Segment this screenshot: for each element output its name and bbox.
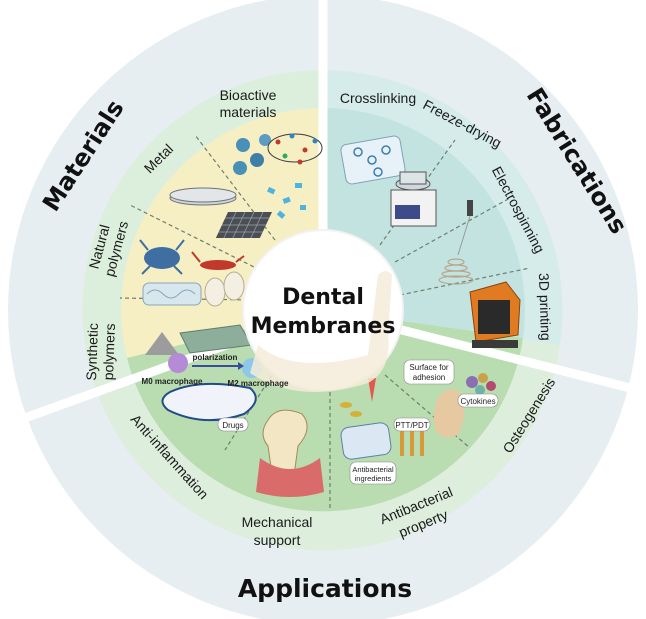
label-synthetic-1: Synthetic	[83, 323, 101, 381]
osteogenesis-illustration	[433, 373, 496, 438]
synthetic-polymers-illustration	[145, 324, 253, 355]
tag-surface-1: Surface for	[409, 363, 448, 372]
tag-cytokines: Cytokines	[460, 397, 495, 406]
tag-drugs: Drugs	[222, 421, 243, 430]
applications-title: Applications	[238, 574, 412, 603]
electrospinning-illustration	[438, 200, 474, 285]
metal-illustration	[169, 187, 272, 238]
label-bioactive-2: materials	[220, 104, 277, 120]
divider-fab-2	[394, 197, 511, 263]
label-mechanical-1: Mechanical	[242, 514, 313, 530]
center-title-line2: Membranes	[251, 314, 396, 339]
label-bioactive-1: Bioactive	[220, 87, 277, 103]
center-title-line1: Dental	[282, 285, 364, 310]
tag-antibacterial-ing-2: ingredients	[355, 474, 392, 483]
antibacterial-illustration	[340, 378, 424, 460]
freeze-dryer-illustration	[390, 171, 437, 227]
tag-surface-box	[403, 359, 455, 385]
crosslinking-illustration	[340, 135, 406, 185]
tag-surface-2: adhesion	[413, 373, 445, 382]
tag-antibacterial-ing-box	[349, 461, 397, 485]
tag-cytokines-box	[457, 393, 499, 408]
jaw-illustration	[250, 271, 392, 392]
divider-app-1	[224, 369, 276, 451]
3d-printer-illustration	[469, 281, 521, 348]
drugs-membrane-illustration	[161, 382, 257, 422]
label-3d-printing: 3D printing	[536, 273, 554, 341]
label-mechanical-2: support	[254, 532, 301, 548]
tooth-illustration	[256, 409, 324, 497]
tag-ptt-pdt: PTT/PDT	[395, 421, 428, 430]
tag-m0-macrophage: M0 macrophage	[142, 377, 203, 386]
tag-drugs-box	[217, 417, 249, 432]
divider-fab-3	[399, 267, 531, 296]
bioactive-materials-illustration	[233, 133, 323, 219]
natural-polymers-illustration	[139, 239, 245, 307]
label-synthetic-2: polymers	[100, 323, 118, 380]
tag-polarization: polarization	[193, 353, 238, 362]
tag-m2-macrophage: M2 macrophage	[228, 379, 289, 388]
label-crosslinking: Crosslinking	[340, 90, 416, 106]
tag-antibacterial-ing-1: Antibacterial	[352, 465, 394, 474]
tag-ptt-box	[393, 417, 431, 432]
